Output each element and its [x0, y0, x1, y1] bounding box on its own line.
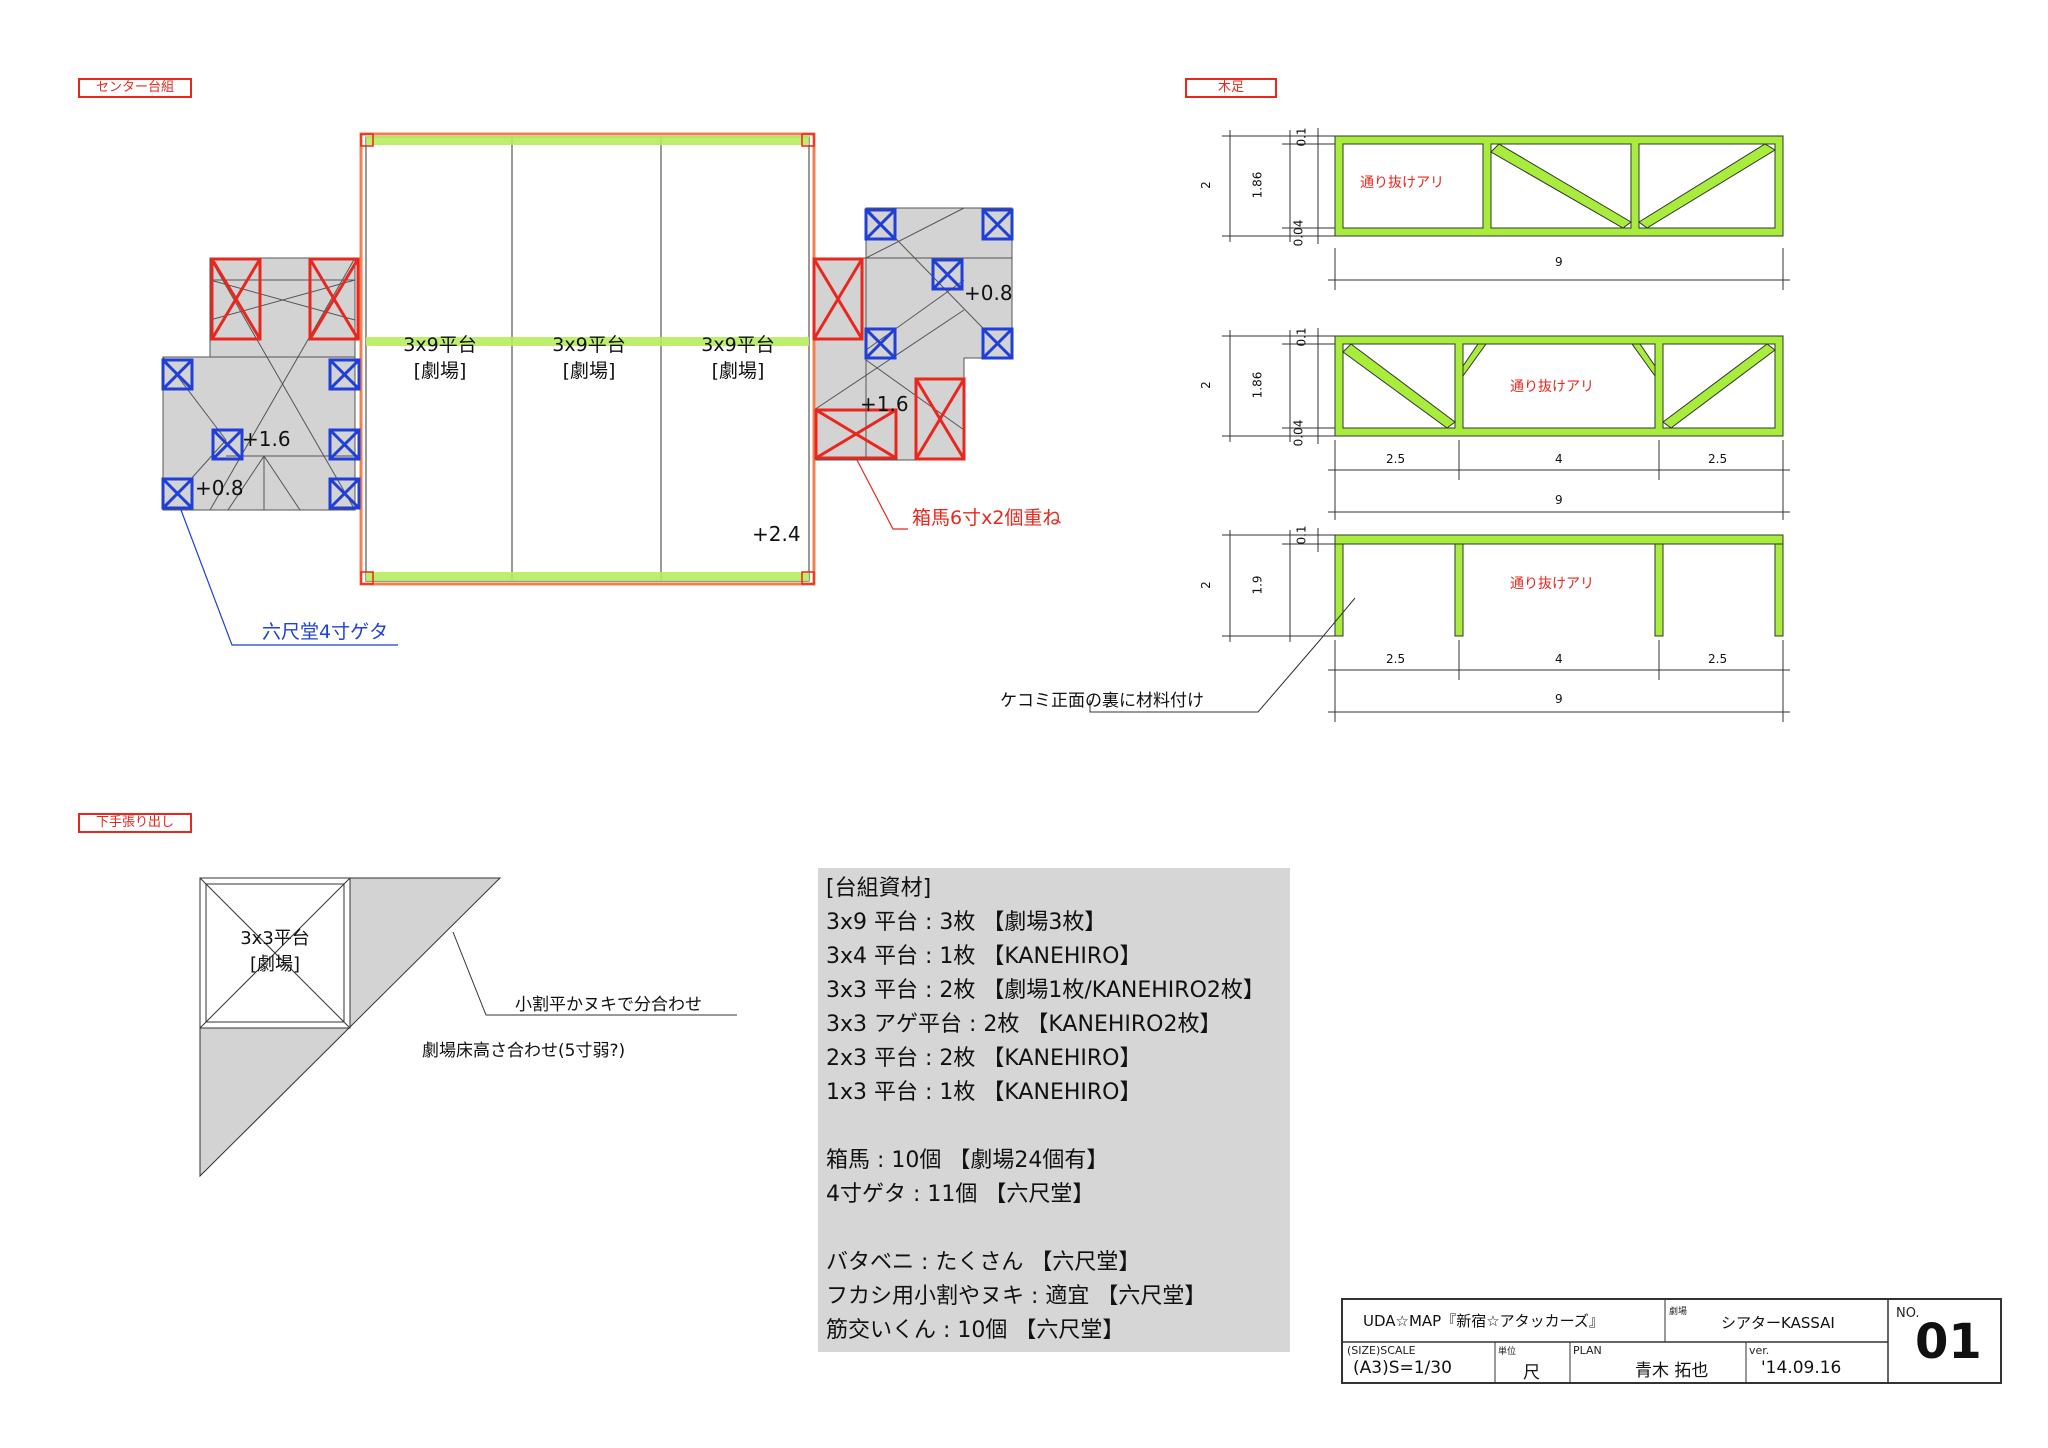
dim-e3-top: 0.1	[1294, 525, 1309, 545]
platform-3-size: 3x9平台	[701, 334, 775, 356]
plan-label: PLAN	[1573, 1344, 1602, 1357]
materials-list: [台組資材] 3x9 平台 : 3枚 【劇場3枚】 3x4 平台 : 1枚 【K…	[818, 868, 1290, 1352]
dim-e3-height: 2	[1198, 581, 1213, 589]
venue-label: 劇場	[1669, 1307, 1688, 1317]
section-tag-center: センター台組	[78, 78, 192, 98]
materials-line: バタベニ : たくさん 【六尺堂】	[826, 1250, 1141, 1275]
box-stands	[210, 257, 966, 461]
version-date: '14.09.16	[1761, 1358, 1842, 1378]
platform-1-size: 3x9平台	[403, 334, 477, 356]
pass-through-3: 通り抜けアリ	[1510, 576, 1594, 592]
planner-name: 青木 拓也	[1635, 1361, 1709, 1381]
dim-e3-center: 4	[1555, 652, 1563, 666]
dim-e3-side-left: 2.5	[1386, 652, 1406, 666]
geta-leader	[180, 509, 398, 646]
title-block: UDA☆MAP『新宿☆アタッカーズ』 劇場 シアターKASSAI NO. 01 …	[1341, 1298, 2002, 1384]
dim-e2-bottom: 0.04	[1291, 419, 1306, 447]
project-title: UDA☆MAP『新宿☆アタッカーズ』	[1363, 1312, 1604, 1330]
dim-e3-side-right: 2.5	[1708, 652, 1728, 666]
dim-e2-height: 2	[1198, 381, 1213, 389]
dimension-lines	[1089, 128, 1790, 722]
dim-e1-width: 9	[1555, 255, 1563, 269]
materials-line: フカシ用小割やヌキ : 適宜 【六尺堂】	[826, 1284, 1207, 1309]
materials-line: 3x3 アゲ平台 : 2枚 【KANEHIRO2枚】	[826, 1012, 1222, 1037]
dim-e3-width: 9	[1555, 692, 1563, 706]
dim-e2-width: 9	[1555, 493, 1563, 507]
platform-3-owner: [劇場]	[711, 360, 765, 382]
platform-3-label: 3x9平台 [劇場]	[688, 332, 788, 384]
scale-value: (A3)S=1/30	[1353, 1358, 1452, 1378]
main-stage	[359, 132, 816, 586]
sheet-number: 01	[1915, 1314, 1982, 1370]
dim-e1-height: 2	[1198, 181, 1213, 189]
leg-elevations	[1334, 135, 1784, 637]
filler-note: 小割平かヌキで分合わせ	[515, 995, 702, 1015]
dim-e2-center: 4	[1555, 452, 1563, 466]
height-right-a: +0.8	[964, 281, 1013, 305]
dim-e1-mid: 1.86	[1250, 171, 1265, 199]
version-label: ver.	[1749, 1344, 1770, 1357]
downstage-extension	[199, 877, 737, 1178]
downstage-platform-size: 3x3平台	[240, 928, 310, 949]
dim-e2-side-left: 2.5	[1386, 452, 1406, 466]
dim-e1-top: 0.1	[1294, 127, 1309, 147]
platform-1-label: 3x9平台 [劇場]	[390, 332, 490, 384]
dim-e2-side-right: 2.5	[1708, 452, 1728, 466]
pass-through-2: 通り抜けアリ	[1510, 379, 1594, 395]
materials-line: 3x4 平台 : 1枚 【KANEHIRO】	[826, 944, 1142, 969]
unit-value: 尺	[1523, 1363, 1540, 1383]
height-main: +2.4	[752, 522, 801, 546]
dim-e2-mid: 1.86	[1250, 371, 1265, 399]
geta-note: 六尺堂4寸ゲタ	[262, 621, 389, 643]
downstage-platform-owner: [劇場]	[249, 954, 301, 975]
kekomi-note: ケコミ正面の裏に材料付け	[1000, 691, 1204, 711]
platform-2-size: 3x9平台	[552, 334, 626, 356]
unit-label: 単位	[1498, 1347, 1517, 1357]
platform-2-owner: [劇場]	[562, 360, 616, 382]
venue-name: シアターKASSAI	[1721, 1314, 1835, 1332]
section-tag-downstage: 下手張り出し	[78, 813, 192, 833]
materials-line: 1x3 平台 : 1枚 【KANEHIRO】	[826, 1080, 1142, 1105]
box-stand-note: 箱馬6寸x2個重ね	[912, 507, 1062, 529]
dim-e1-bottom: 0.04	[1291, 219, 1306, 247]
geta-blocks	[161, 208, 1014, 510]
materials-line: 筋交いくん : 10個 【六尺堂】	[826, 1318, 1125, 1343]
height-left-b: +0.8	[195, 476, 244, 500]
materials-line: 箱馬 : 10個 【劇場24個有】	[826, 1148, 1109, 1173]
number-label: NO.	[1896, 1306, 1920, 1321]
box-leader	[856, 459, 908, 530]
scale-label: (SIZE)SCALE	[1347, 1344, 1416, 1357]
dim-e2-top: 0.1	[1294, 327, 1309, 347]
materials-line: 3x9 平台 : 3枚 【劇場3枚】	[826, 910, 1107, 935]
downstage-platform-label: 3x3平台 [劇場]	[225, 926, 325, 978]
pass-through-1: 通り抜けアリ	[1360, 175, 1444, 191]
height-left-a: +1.6	[242, 427, 291, 451]
materials-line: 2x3 平台 : 2枚 【KANEHIRO】	[826, 1046, 1142, 1071]
materials-line: 3x3 平台 : 2枚 【劇場1枚/KANEHIRO2枚】	[826, 978, 1265, 1003]
title-block-grid	[1343, 1300, 1889, 1382]
dim-e3-mid: 1.9	[1250, 575, 1265, 595]
platform-2-label: 3x9平台 [劇場]	[539, 332, 639, 384]
platform-1-owner: [劇場]	[413, 360, 467, 382]
materials-heading: [台組資材]	[826, 876, 932, 901]
materials-line: 4寸ゲタ : 11個 【六尺堂】	[826, 1182, 1095, 1207]
height-right-b: +1.6	[860, 392, 909, 416]
floor-height-note: 劇場床高さ合わせ(5寸弱?)	[422, 1041, 626, 1061]
section-tag-legs: 木足	[1185, 78, 1277, 98]
